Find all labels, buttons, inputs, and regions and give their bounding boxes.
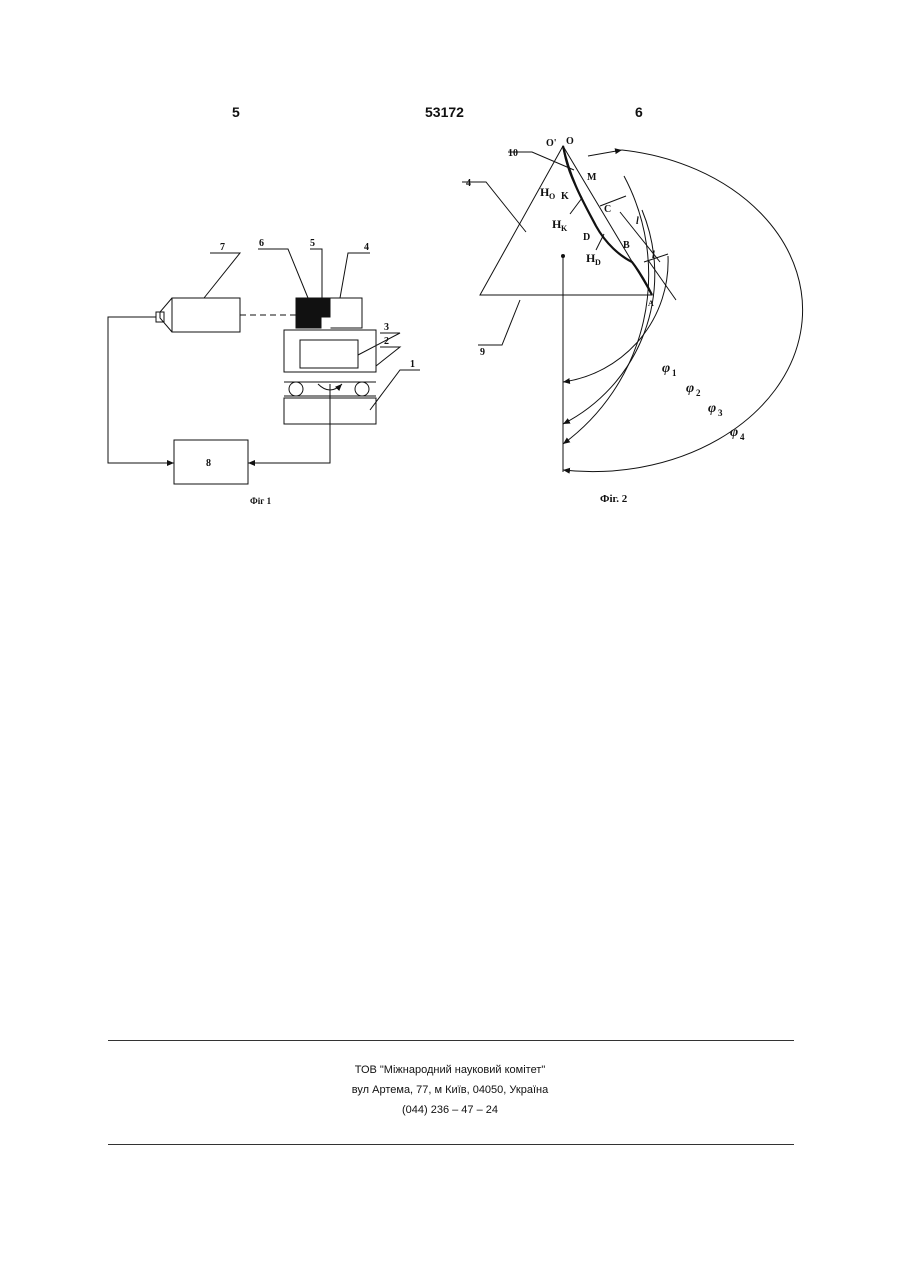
fig2-caption: Фіг. 2 xyxy=(600,493,628,505)
fig2-label-o: O xyxy=(566,136,574,147)
camera-lens xyxy=(160,298,172,332)
fig2-label-phi1: φ xyxy=(662,361,670,376)
fig2-label-l-upper: l xyxy=(636,216,639,227)
camera-to-unit-line xyxy=(108,317,174,463)
fig2-label-phi2: φ xyxy=(686,381,694,396)
fig2-label-phi3-sub: 3 xyxy=(718,408,723,418)
fig2-label-10: 10 xyxy=(508,148,518,159)
fig1-label-3: 3 xyxy=(384,322,389,333)
axis-point xyxy=(562,255,565,258)
fig2-label-o-prime: O' xyxy=(546,138,557,149)
holder-block xyxy=(284,330,376,372)
fig2-label-b: B xyxy=(623,240,630,251)
inner-block xyxy=(300,340,358,368)
arc-phi-4 xyxy=(563,150,803,472)
fig2-label-m: M xyxy=(587,172,597,183)
leader-1 xyxy=(370,370,420,410)
fig1-label-6: 6 xyxy=(259,238,264,249)
fig1-label-7: 7 xyxy=(220,242,225,253)
leader-7 xyxy=(204,253,240,298)
leader-9 xyxy=(478,300,520,345)
figure-2-labels: O' O 10 4 9 H O K M H K C D B H D A l l … xyxy=(466,136,745,505)
leader-2 xyxy=(376,347,400,366)
fig2-label-phi2-sub: 2 xyxy=(696,388,701,398)
bearing-right xyxy=(355,382,369,396)
fig2-label-l-lower: l xyxy=(652,250,655,261)
fig2-label-c: C xyxy=(604,204,611,215)
fig2-label-phi4-sub: 4 xyxy=(740,432,745,442)
fig2-label-9: 9 xyxy=(480,347,485,358)
footer-phone: (044) 236 – 47 – 24 xyxy=(0,1104,900,1116)
fig2-label-phi3: φ xyxy=(708,401,716,416)
fig2-label-a: A xyxy=(648,299,654,308)
fig2-label-4: 4 xyxy=(466,178,471,189)
leader-5 xyxy=(310,249,322,298)
footer-org: ТОВ "Міжнародний науковий комітет" xyxy=(0,1064,900,1076)
fig2-label-k: K xyxy=(561,191,569,202)
fig1-caption: Фіг 1 xyxy=(250,496,272,506)
footer-rule-top xyxy=(108,1040,794,1041)
bearing-left xyxy=(289,382,303,396)
fig2-label-hk-sub: K xyxy=(561,224,568,233)
figure-2 xyxy=(462,146,803,472)
marker-notch xyxy=(322,318,330,328)
fig2-label-d: D xyxy=(583,232,590,243)
footer-address: вул Артема, 77, м Київ, 04050, Україна xyxy=(0,1084,900,1096)
arc-phi-2 xyxy=(563,210,655,424)
fig1-label-8: 8 xyxy=(206,458,211,469)
leader-hk xyxy=(570,198,582,214)
leader-4-fig2 xyxy=(462,182,526,232)
fig2-label-h0-sub: O xyxy=(549,192,555,201)
footer-rule-bottom xyxy=(108,1144,794,1145)
arc-phi-1 xyxy=(563,256,668,382)
figure-1 xyxy=(108,249,420,484)
leader-hd xyxy=(596,234,604,250)
fig2-label-phi1-sub: 1 xyxy=(672,368,677,378)
fig1-label-1: 1 xyxy=(410,359,415,370)
fig2-label-hd-sub: D xyxy=(595,258,601,267)
processing-unit xyxy=(174,440,248,484)
leader-6 xyxy=(258,249,308,298)
leader-4 xyxy=(340,253,370,298)
arc-phi-4-start xyxy=(588,150,622,156)
fig1-label-2: 2 xyxy=(384,336,389,347)
fig1-label-4: 4 xyxy=(364,242,369,253)
fig1-label-5: 5 xyxy=(310,238,315,249)
fig2-label-phi4: φ xyxy=(730,425,738,440)
camera-body xyxy=(172,298,240,332)
